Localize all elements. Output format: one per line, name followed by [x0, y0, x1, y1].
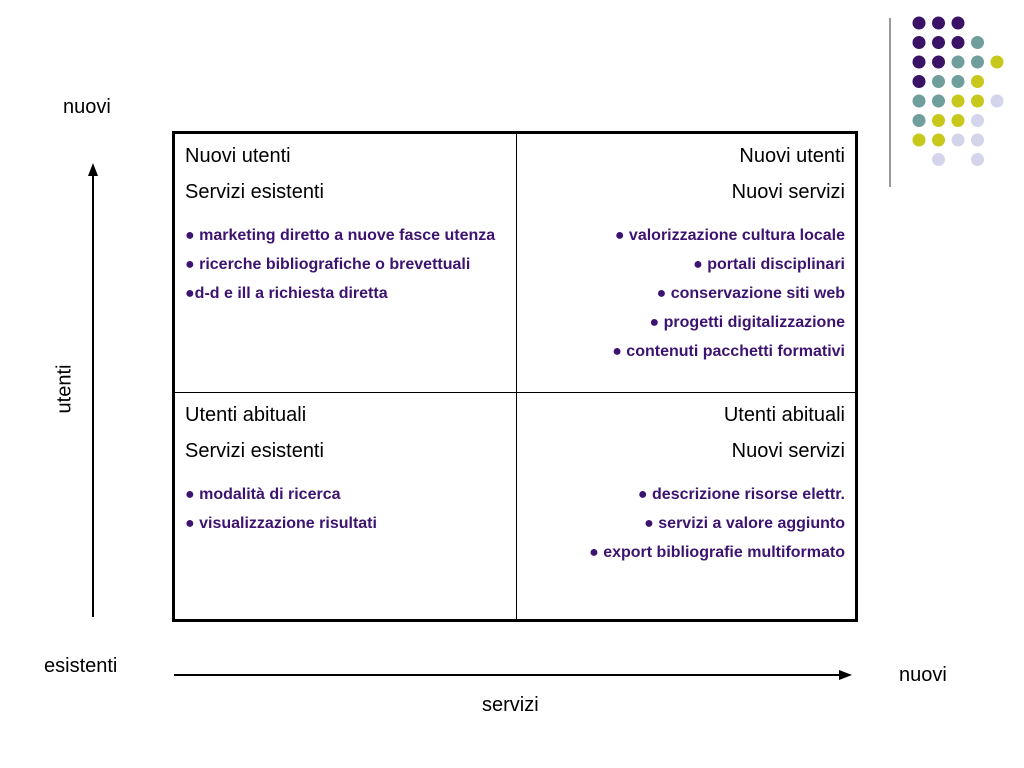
decorative-dot: [951, 36, 965, 49]
decorative-dot: [912, 16, 926, 30]
list-item: ● marketing diretto a nuove fasce utenza: [185, 227, 496, 244]
x-axis-arrowhead: [839, 670, 852, 680]
quadrant-habitual-users-existing-services: Utenti abituali Servizi esistenti ● moda…: [175, 393, 517, 619]
decorative-dot: [932, 55, 945, 69]
decorative-dot: [971, 75, 984, 88]
decorative-dot: [971, 153, 984, 166]
quadrant-users-heading: Utenti abituali: [185, 404, 307, 426]
decorative-dot: [990, 94, 1004, 108]
quadrant-new-users-new-services: Nuovi utenti Nuovi servizi ● valorizzazi…: [517, 134, 855, 393]
decorative-dot: [932, 114, 945, 127]
list-item: ● descrizione risorse elettr.: [637, 486, 845, 503]
quadrant-new-users-existing-services: Nuovi utenti Servizi esistenti ● marketi…: [175, 134, 517, 393]
quadrant-habitual-users-new-services: Utenti abituali Nuovi servizi ● descrizi…: [517, 393, 855, 619]
decorative-dot: [932, 75, 945, 88]
quadrant-services-heading: Nuovi servizi: [731, 181, 845, 203]
decorative-dot: [951, 114, 965, 127]
list-item: ● progetti digitalizzazione: [649, 314, 845, 331]
quadrant-services-heading: Servizi esistenti: [185, 181, 324, 203]
decorative-dot: [951, 75, 965, 88]
decorative-dot: [912, 36, 926, 49]
decorative-dot: [912, 114, 926, 127]
quadrant-item-list: ● valorizzazione cultura locale ● portal…: [527, 224, 845, 363]
list-item: ●d-d e ill a richiesta diretta: [185, 285, 388, 302]
x-axis-label: servizi: [482, 694, 539, 716]
x-axis-end-label: nuovi: [899, 664, 947, 686]
y-axis-arrowhead: [88, 163, 98, 176]
decorative-dot: [990, 55, 1004, 69]
list-item: ● conservazione siti web: [656, 285, 845, 302]
decorative-dot: [912, 75, 926, 88]
quadrant-services-heading: Servizi esistenti: [185, 440, 324, 462]
quadrant-item-list: ● marketing diretto a nuove fasce utenza…: [185, 224, 506, 305]
quadrant-item-list: ● descrizione risorse elettr. ● servizi …: [527, 483, 845, 564]
list-item: ● export bibliografie multiformato: [589, 544, 845, 561]
decorative-dot-pattern: [889, 16, 1004, 187]
decorative-dot: [932, 133, 945, 147]
quadrant-users-heading: Utenti abituali: [723, 404, 845, 426]
y-axis-label: utenti: [53, 364, 76, 414]
quadrant-item-list: ● modalità di ricerca ● visualizzazione …: [185, 483, 506, 535]
list-item: ● ricerche bibliografiche o brevettuali: [185, 256, 471, 273]
decorative-dot: [971, 94, 984, 108]
decorative-dot: [971, 36, 984, 49]
list-item: ● visualizzazione risultati: [185, 515, 377, 532]
x-axis-origin-label: esistenti: [44, 655, 118, 677]
decorative-dot: [912, 94, 926, 108]
users-services-matrix: Nuovi utenti Servizi esistenti ● marketi…: [172, 131, 858, 622]
decorative-dot: [932, 36, 945, 49]
decorative-dot: [971, 133, 984, 147]
decorative-dot: [951, 16, 965, 30]
list-item: ● modalità di ricerca: [185, 486, 341, 503]
decorative-dot: [971, 114, 984, 127]
decorative-dot: [951, 94, 965, 108]
decorative-dot: [932, 153, 945, 166]
list-item: ● portali disciplinari: [693, 256, 845, 273]
list-item: ● contenuti pacchetti formativi: [612, 343, 845, 360]
decorative-dot: [971, 55, 984, 69]
decorative-dot: [912, 55, 926, 69]
decorative-dot: [932, 16, 945, 30]
quadrant-users-heading: Nuovi utenti: [739, 145, 845, 167]
decorative-dot: [951, 55, 965, 69]
decorative-dot: [912, 133, 926, 147]
y-axis-top-label: nuovi: [63, 96, 111, 118]
list-item: ● servizi a valore aggiunto: [644, 515, 845, 532]
quadrant-services-heading: Nuovi servizi: [731, 440, 845, 462]
list-item: ● valorizzazione cultura locale: [614, 227, 845, 244]
decorative-dot: [932, 94, 945, 108]
decorative-dot: [951, 133, 965, 147]
quadrant-users-heading: Nuovi utenti: [185, 145, 291, 167]
